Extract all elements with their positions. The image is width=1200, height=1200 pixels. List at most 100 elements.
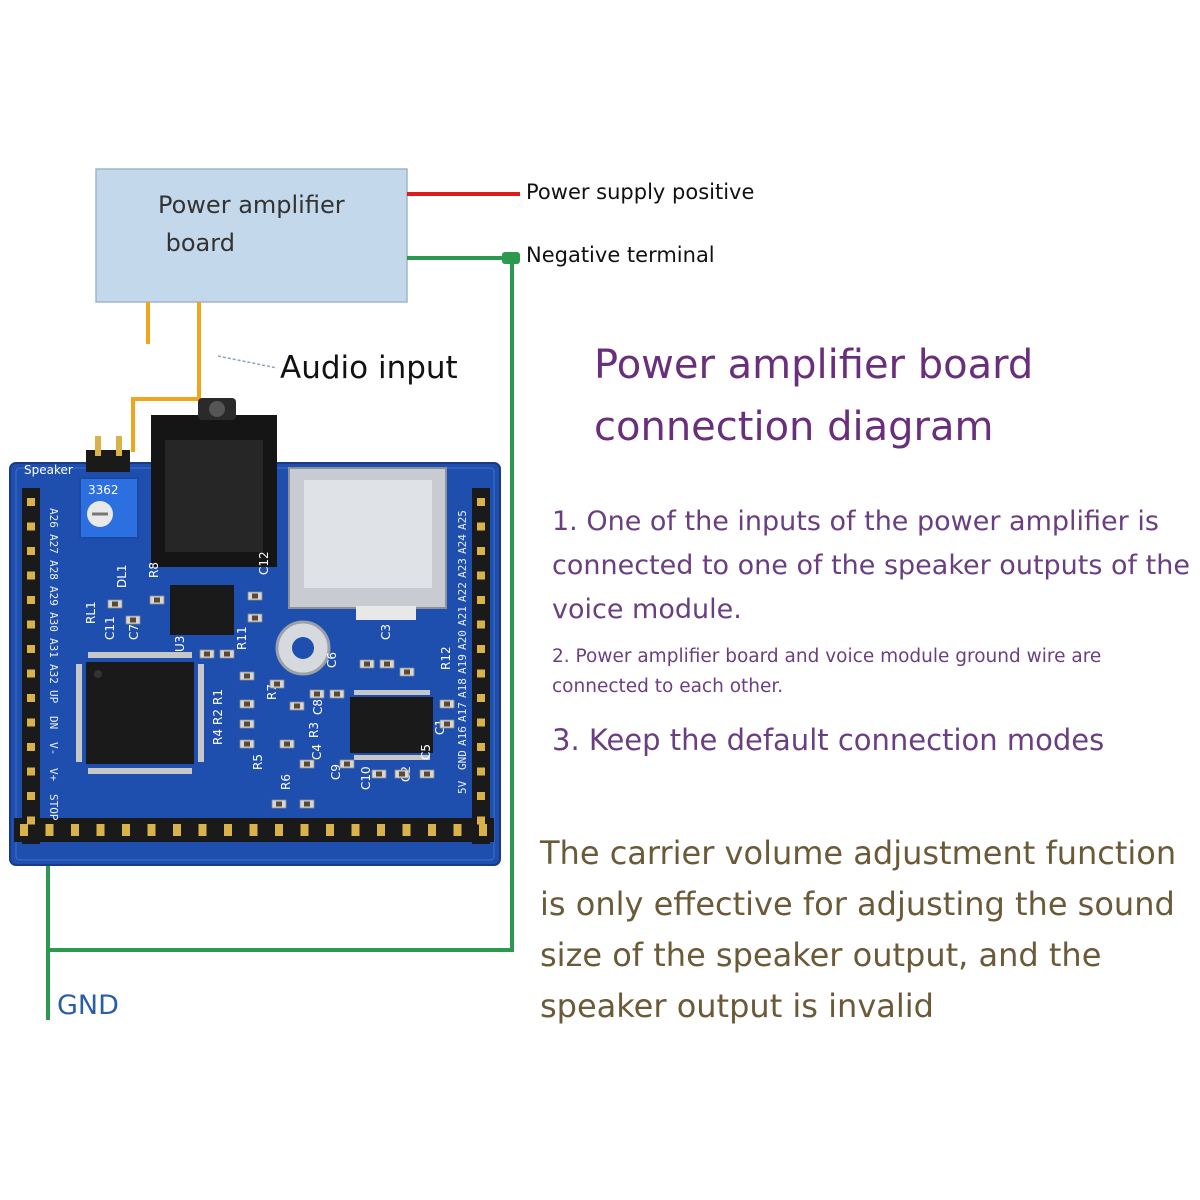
left-pin-label: A30	[47, 612, 60, 632]
smd-part-body	[424, 771, 430, 777]
right-pin-label: A16	[456, 726, 469, 746]
left-pin-label: A28	[47, 560, 60, 580]
pin-dot	[453, 824, 462, 836]
smd-part-body	[252, 615, 258, 621]
left-pin-dots	[27, 498, 35, 825]
pin-dot	[428, 824, 436, 836]
left-pin-label: A29	[47, 586, 60, 606]
pin-dot	[477, 694, 485, 702]
left-pin-label: STOP	[47, 794, 60, 821]
smd-part-body	[294, 703, 300, 709]
right-pin-header	[472, 488, 490, 844]
component-label: C4	[310, 744, 324, 760]
smd-part-body	[364, 661, 370, 667]
pin-dot	[477, 718, 485, 727]
pin-dot	[477, 816, 485, 825]
pin-dot	[477, 596, 485, 604]
smd-part-body	[334, 691, 340, 697]
component-label: C8	[311, 699, 325, 715]
right-pin-label: GND	[456, 750, 469, 770]
power-supply-positive-label: Power supply positive	[526, 180, 755, 204]
left-pin-label: DN	[47, 716, 60, 729]
smd-part-body	[252, 593, 258, 599]
power-amplifier-board-label: Power amplifier board	[158, 191, 345, 257]
smd-part-body	[304, 761, 310, 767]
pin-dot	[27, 620, 35, 629]
note-2: 2. Power amplifier board and voice modul…	[552, 646, 1102, 697]
negative-terminal-connector	[502, 252, 520, 264]
bottom-pin-dots	[20, 824, 487, 836]
left-pin-header	[22, 488, 40, 844]
pin-dot	[477, 498, 485, 506]
note-3: 3. Keep the default connection modes	[552, 723, 1105, 757]
smd-part-body	[224, 651, 230, 657]
right-pin-label: A20	[456, 630, 469, 650]
pin-dot	[198, 824, 207, 836]
smd-part-body	[384, 661, 390, 667]
component-label: C9	[329, 764, 343, 780]
pin-dot	[27, 792, 35, 800]
pin-dot	[477, 767, 485, 776]
smd-part-body	[344, 761, 350, 767]
chip-pins	[76, 652, 430, 774]
right-pin-label: A19	[456, 654, 469, 674]
right-pin-label: A25	[456, 510, 469, 530]
component-label: R6	[279, 774, 293, 790]
left-pin-label: A27	[47, 534, 60, 554]
component-label: R3	[307, 722, 321, 738]
smd-part-body	[204, 651, 210, 657]
pin-dot	[27, 522, 35, 531]
smd-part-body	[304, 801, 310, 807]
main-chip	[86, 662, 194, 764]
audio-jack	[151, 398, 277, 567]
pin-dot	[479, 824, 487, 836]
component-label: C6	[325, 652, 339, 668]
pin-dot	[402, 824, 411, 836]
left-pin-label: A32	[47, 664, 60, 684]
power-amplifier-board	[95, 168, 408, 303]
smd-part-body	[244, 721, 250, 727]
smd-part-body	[444, 701, 450, 707]
smd-part-body	[112, 601, 118, 607]
pin-dot	[477, 669, 485, 678]
component-label: R11	[235, 626, 249, 650]
pin-dot	[477, 522, 485, 531]
smd-part-body	[284, 741, 290, 747]
negative-terminal-label: Negative terminal	[526, 243, 715, 267]
pot-silk-label: 3362	[88, 483, 119, 497]
component-label: R12	[439, 646, 453, 670]
ground-wire	[50, 256, 514, 952]
component-label: C5	[419, 744, 433, 760]
amp-chip	[350, 697, 433, 753]
right-pin-label: A17	[456, 702, 469, 722]
right-pin-label: A22	[456, 582, 469, 602]
left-pin-label: A31	[47, 638, 60, 658]
component-label: DL1	[115, 564, 129, 588]
component-label: RL1	[84, 601, 98, 624]
smd-part-body	[314, 691, 320, 697]
smd-part-body	[244, 741, 250, 747]
component-label: U3	[173, 636, 187, 652]
right-pin-label: A18	[456, 678, 469, 698]
speaker-silk-label: Speaker	[24, 463, 73, 477]
volume-potentiometer	[79, 477, 139, 539]
pin-dot	[27, 498, 35, 506]
audio-input-pointer	[217, 355, 278, 369]
smd-part-body	[244, 701, 250, 707]
pin-dot	[45, 824, 54, 836]
gnd-label: GND	[57, 990, 119, 1021]
pin-dot	[224, 824, 232, 836]
pin-dot	[377, 824, 385, 836]
component-labels: R8C12DL1RL1C11C7U3R11C6R12C3C1R7C8R4R2R1…	[84, 551, 453, 790]
pin-dot	[122, 824, 130, 836]
pin-dot	[326, 824, 334, 836]
audio-input-label: Audio input	[280, 350, 458, 386]
pin-dot	[351, 824, 360, 836]
pin-dot	[477, 743, 485, 751]
pin-dot	[477, 571, 485, 580]
component-label: R4	[211, 729, 225, 745]
pin-dot	[27, 718, 35, 727]
